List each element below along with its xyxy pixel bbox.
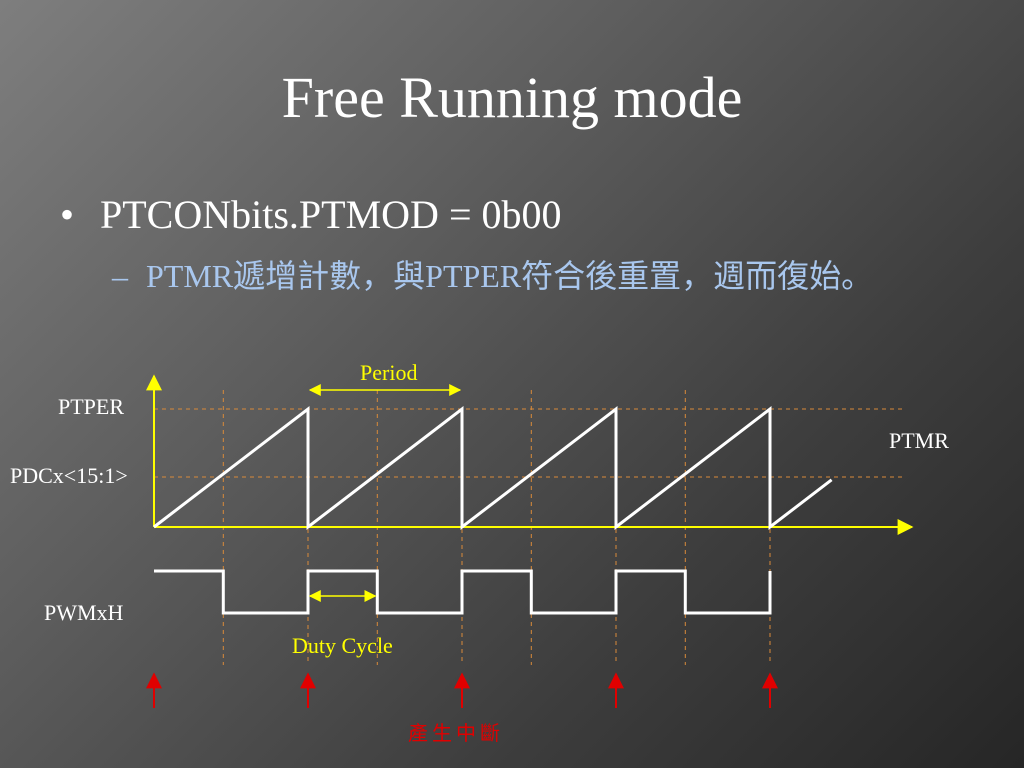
ptmr-waveform <box>153 405 833 531</box>
ptper-label: PTPER <box>58 394 125 419</box>
interrupt-label: 產生中斷 <box>408 723 504 745</box>
pwm-square-wave <box>154 569 772 615</box>
sub-bullet-item: – PTMR遞增計數，與PTPER符合後重置，週而復始。 <box>112 252 932 300</box>
bullet-dot-icon: • <box>60 192 75 237</box>
bullet-text: PTCONbits.PTMOD = 0b00 <box>100 192 562 237</box>
duty-cycle-label: Duty Cycle <box>292 633 393 658</box>
pwm-waveform <box>154 569 772 615</box>
ptmr-sawtooth <box>153 405 833 531</box>
bullet-item: • PTCONbits.PTMOD = 0b00 <box>60 190 562 240</box>
dimension-markers <box>308 384 462 602</box>
sub-bullet-dash: – <box>112 258 128 294</box>
sub-bullet-text: PTMR遞增計數，與PTPER符合後重置，週而復始。 <box>146 258 874 294</box>
slide-title: Free Running mode <box>281 65 743 130</box>
period-label: Period <box>360 360 418 385</box>
ptmr-label: PTMR <box>889 428 949 453</box>
pdc-label: PDCx<15:1> <box>10 463 128 488</box>
axes <box>146 374 914 535</box>
interrupt-arrows <box>146 672 778 708</box>
pwm-label: PWMxH <box>44 600 124 625</box>
